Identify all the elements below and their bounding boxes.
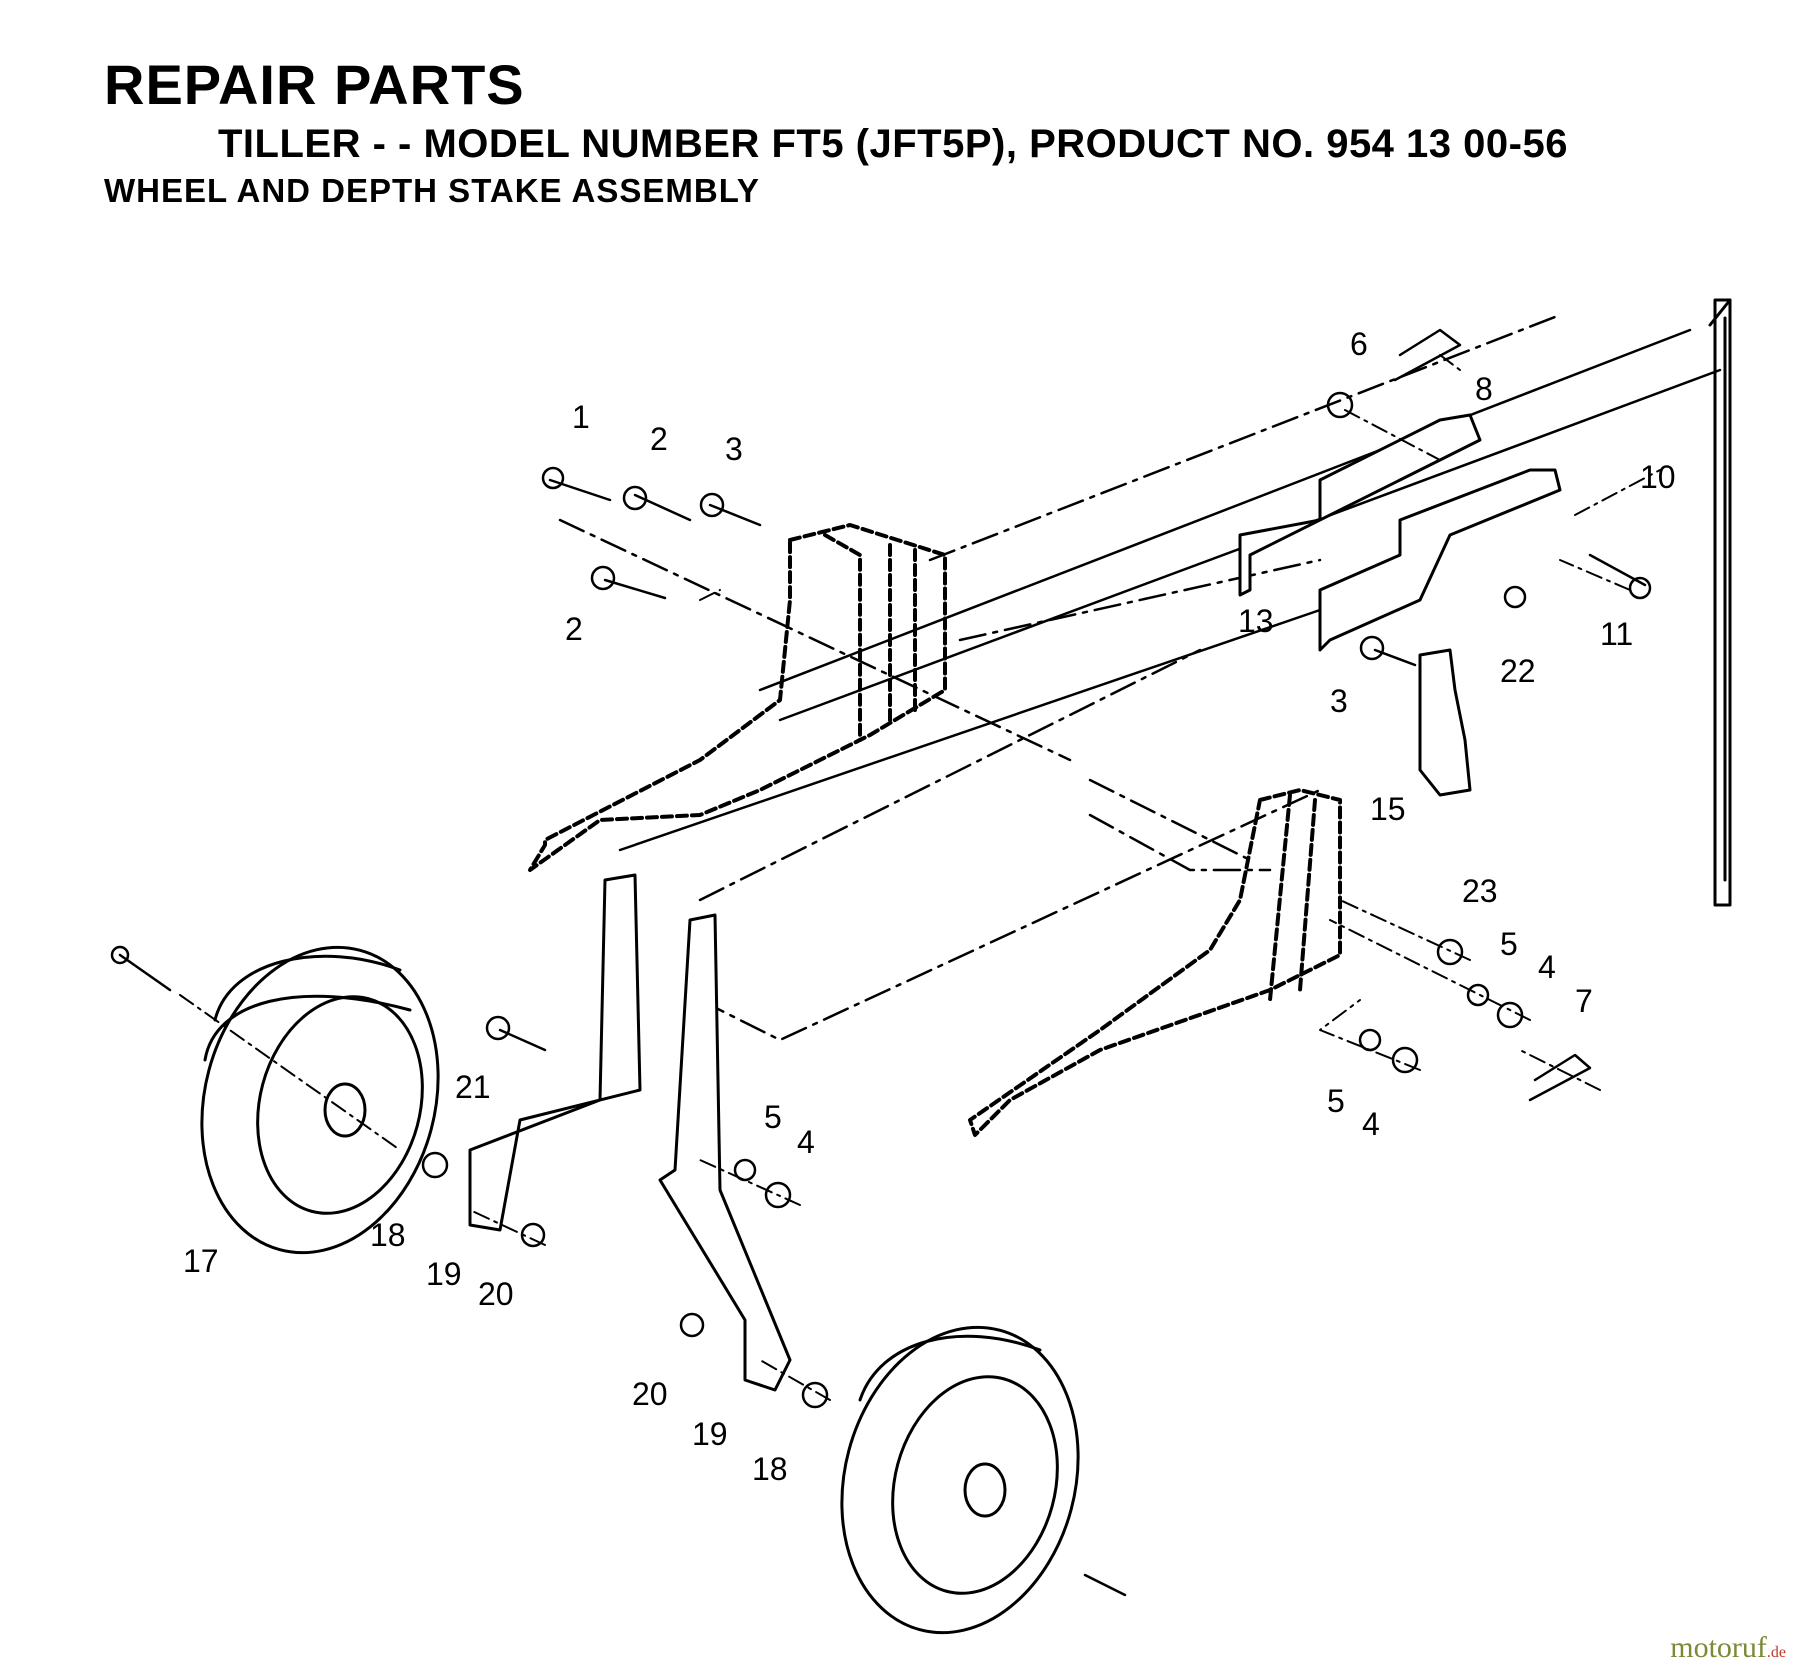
- right-tine-bracket: [968, 788, 1342, 1137]
- bolts: [110, 466, 1652, 1597]
- left-tine-bracket: [528, 523, 947, 872]
- callout-4b: 4: [1362, 1106, 1380, 1142]
- callout-1: 1: [572, 399, 590, 435]
- callout-11: 11: [1600, 616, 1633, 652]
- callout-5: 5: [1500, 926, 1518, 962]
- depth-stake: [1418, 648, 1472, 797]
- section-title: WHEEL AND DEPTH STAKE ASSEMBLY: [104, 172, 760, 209]
- depth-stake-plate-lower: [1318, 468, 1562, 652]
- callout-10: 10: [1640, 459, 1676, 495]
- assembly-lines: [558, 313, 1722, 1042]
- tiller-frame-edge: [1708, 298, 1732, 907]
- callout-17: 17: [183, 1243, 219, 1279]
- model-subtitle: TILLER - - MODEL NUMBER FT5 (JFT5P), PRO…: [218, 122, 1568, 166]
- callout-18b: 18: [752, 1451, 788, 1487]
- callout-8: 8: [1475, 371, 1493, 407]
- hairpin-clips: [1393, 328, 1592, 1102]
- fastener-leaders: [179, 354, 1661, 1401]
- callout-5b: 5: [1327, 1083, 1345, 1119]
- page-title: REPAIR PARTS: [104, 53, 525, 116]
- callout-13: 13: [1238, 603, 1274, 639]
- callout-19b: 19: [692, 1416, 728, 1452]
- callout-22: 22: [1500, 653, 1536, 689]
- callout-18: 18: [370, 1217, 406, 1253]
- callout-15: 15: [1370, 791, 1406, 827]
- callout-4: 4: [1538, 949, 1556, 985]
- callout-6: 6: [1350, 326, 1368, 362]
- callout-7: 7: [1575, 983, 1593, 1019]
- callout-2b: 2: [565, 611, 583, 647]
- callout-5c: 5: [764, 1099, 782, 1135]
- callout-21: 21: [455, 1069, 491, 1105]
- right-wheel: [840, 1325, 1080, 1635]
- callout-3b: 3: [1330, 683, 1348, 719]
- left-wheel-bracket: [468, 873, 642, 1232]
- nuts-and-washers: [421, 391, 1527, 1409]
- callout-2: 2: [650, 421, 668, 457]
- callout-20: 20: [478, 1276, 514, 1312]
- watermark-logo: motoruf.de: [1670, 1631, 1786, 1664]
- callout-20b: 20: [632, 1376, 668, 1412]
- left-wheel: [200, 945, 440, 1255]
- callout-4c: 4: [797, 1124, 815, 1160]
- depth-stake-plate-upper: [1238, 413, 1482, 597]
- callout-labels: 1 2 3 2 6 8 10 11 22 13 3 15 23 5 4 7 5 …: [183, 326, 1676, 1487]
- right-wheel-bracket: [658, 913, 792, 1392]
- callout-23: 23: [1462, 873, 1498, 909]
- callout-19: 19: [426, 1256, 462, 1292]
- callout-3: 3: [725, 431, 743, 467]
